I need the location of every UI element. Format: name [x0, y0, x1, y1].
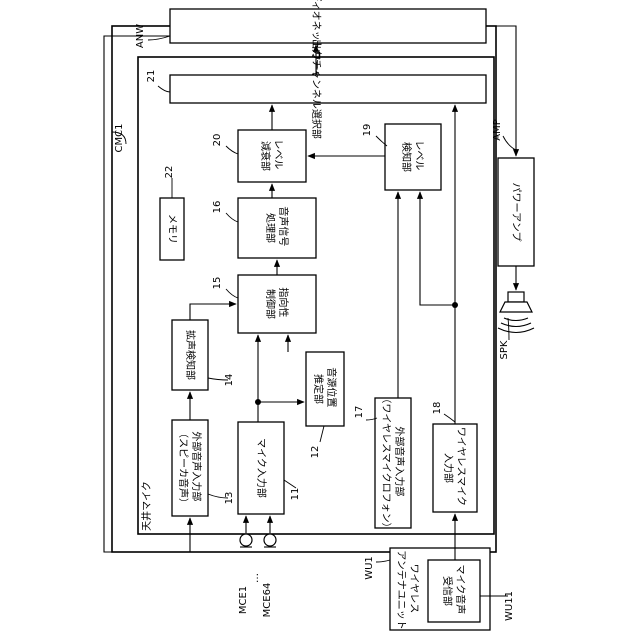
- audio-signal-processing-box: [238, 198, 316, 258]
- level-attenuation-box: [238, 130, 306, 182]
- ref-22: 22: [164, 166, 175, 179]
- loudspeaker-detection-label: 拡声検知部: [184, 330, 197, 380]
- audio-network-box: [170, 9, 486, 43]
- mic-ellipsis: …: [250, 573, 261, 583]
- level-detection-box: [385, 124, 441, 190]
- power-amp-label: パワーアンプ: [510, 183, 522, 242]
- ref-21: 21: [146, 70, 157, 83]
- ref-amp: AMP: [492, 119, 503, 141]
- ref-wu1: WU1: [364, 556, 375, 580]
- ref-20: 20: [212, 134, 223, 147]
- ref-19: 19: [362, 124, 373, 137]
- ceiling-mic-label: 天井マイク: [140, 481, 153, 531]
- mic-input-label: マイク入力部: [255, 438, 268, 498]
- ref-mce64: MCE64: [262, 583, 273, 618]
- ref-18: 18: [432, 402, 443, 415]
- ref-15: 15: [212, 277, 223, 290]
- ref-mce1: MCE1: [238, 586, 249, 614]
- ref-12: 12: [310, 446, 321, 459]
- memory-label: メモリ: [166, 214, 177, 244]
- ref-17: 17: [354, 406, 365, 419]
- sound-source-estimation-box: [306, 352, 344, 426]
- output-channel-select-box: [170, 75, 486, 103]
- wireless-mic-input-box: [433, 424, 477, 512]
- ref-cmc1: CMC1: [114, 124, 125, 153]
- ref-11: 11: [290, 488, 301, 501]
- mic-audio-receiver-box: [428, 560, 480, 622]
- ref-wu11: WU11: [504, 591, 515, 621]
- speaker-icon: [498, 292, 534, 333]
- mic-element-icons: [240, 534, 276, 547]
- ref-spk: SPK: [499, 340, 510, 359]
- ref-16: 16: [212, 201, 223, 214]
- directivity-control-box: [238, 275, 316, 333]
